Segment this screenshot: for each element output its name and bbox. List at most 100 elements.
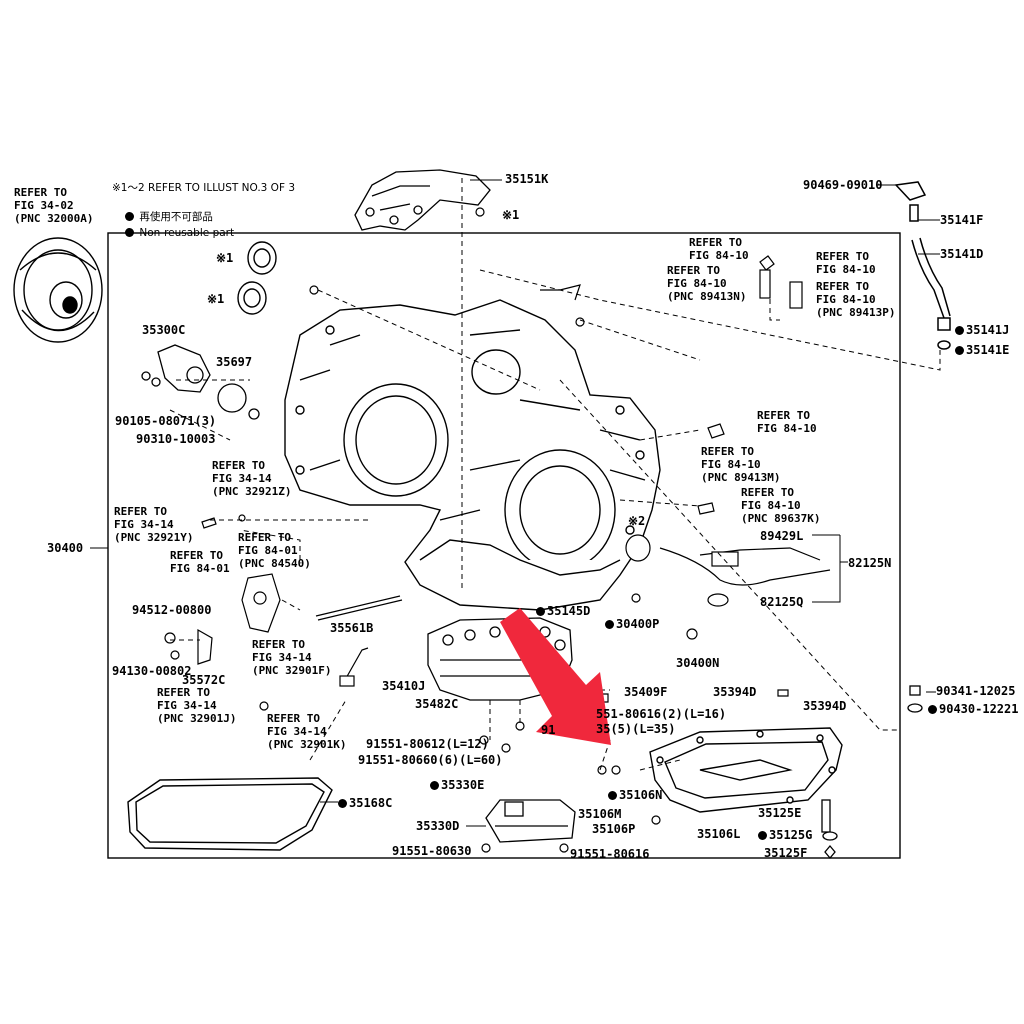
part-number-90310: 90310-10003: [136, 433, 215, 446]
diagram-frame: [107, 232, 901, 859]
refer-to-note-ref-34-14-c: REFER TO FIG 34-14 (PNC 32901F): [252, 638, 332, 677]
part-number-text: 35697: [216, 355, 253, 369]
part-number-35330E: 35330E: [430, 779, 484, 792]
part-number-text: 35(5)(L=35): [596, 722, 676, 736]
part-number-91551-80616a: 551-80616(2)(L=16): [596, 708, 726, 721]
legend-line-2: 再使用不可部品: [112, 196, 213, 238]
part-number-30400: 30400: [47, 542, 83, 555]
part-number-text: 35151K: [505, 172, 549, 186]
part-number-35561B: 35561B: [330, 622, 373, 635]
refer-to-note-ref-84-10-f: REFER TO FIG 84-10 (PNC 89413M): [701, 445, 781, 484]
part-number-35106N: 35106N: [608, 789, 662, 802]
part-number-35141D: 35141D: [940, 248, 983, 261]
part-number-text: 90310-10003: [136, 432, 216, 446]
non-reusable-dot-icon: [536, 607, 545, 616]
non-reusable-dot-icon: [430, 781, 439, 790]
part-number-text: 91551-80612(L=12): [366, 737, 489, 751]
part-number-text: 35330E: [441, 778, 485, 792]
part-number-text: 35145D: [547, 604, 591, 618]
part-number-35300C: 35300C: [142, 324, 185, 337]
part-number-text: 35106M: [578, 807, 622, 821]
part-number-89429L: 89429L: [760, 530, 803, 543]
part-number-text: 90430-12221: [939, 702, 1019, 716]
part-number-35141J: 35141J: [955, 324, 1009, 337]
refer-to-note-ref-84-01-a: REFER TO FIG 84-01 (PNC 84540): [238, 531, 311, 570]
part-number-35394Db: 35394D: [803, 700, 846, 713]
part-number-text: 82125Q: [760, 595, 804, 609]
part-number-text: 35168C: [349, 796, 393, 810]
part-number-text: 35106N: [619, 788, 663, 802]
part-number-text: 35561B: [330, 621, 374, 635]
refer-to-note-ref-84-10-g: REFER TO FIG 84-10 (PNC 89637K): [741, 486, 821, 525]
part-number-35125G: 35125G: [758, 829, 812, 842]
part-number-text: 35125F: [764, 846, 808, 860]
part-number-text: 35141J: [966, 323, 1010, 337]
part-number-text: 35125E: [758, 806, 802, 820]
part-number-text: 35409F: [624, 685, 668, 699]
wire-harness-drawing: [625, 255, 831, 607]
leader-lines: [169, 178, 941, 771]
part-number-35125E: 35125E: [758, 807, 801, 820]
part-number-35572C: 35572C: [182, 674, 225, 687]
legend-non-reusable: Non-reusable part: [139, 227, 235, 239]
non-reusable-dot-icon: [605, 620, 614, 629]
red-arrow-icon: [500, 608, 611, 745]
part-number-text: 35572C: [182, 673, 226, 687]
non-reusable-dot-icon: [338, 799, 347, 808]
part-number-35106M: 35106M: [578, 808, 621, 821]
solid-leaders: [90, 179, 940, 827]
part-number-91-partial: 91: [541, 724, 555, 737]
oil-strainer-drawing: [485, 799, 576, 843]
part-number-35482C: 35482C: [415, 698, 458, 711]
part-number-text: 35300C: [142, 323, 186, 337]
part-number-35-partial: 35(5)(L=35): [596, 723, 675, 736]
breather-hose-drawing: [894, 181, 951, 350]
part-number-text: 35482C: [415, 697, 459, 711]
legend-japanese: 再使用不可部品: [139, 211, 213, 223]
drain-plug-drawing: [821, 685, 923, 860]
upper-cover-drawing: [354, 169, 491, 231]
part-number-text: 89429L: [760, 529, 804, 543]
part-number-30400P: 30400P: [605, 618, 659, 631]
part-number-35168C: 35168C: [338, 797, 392, 810]
part-number-35697: 35697: [216, 356, 252, 369]
part-number-text: 35141F: [940, 213, 984, 227]
part-number-35141E: 35141E: [955, 344, 1009, 357]
part-number-text: 94512-00800: [132, 603, 212, 617]
part-number-35106P: 35106P: [592, 823, 635, 836]
part-number-text: 90105-08071(3): [115, 414, 217, 428]
part-number-35394Da: 35394D: [713, 686, 756, 699]
part-number-text: 35106L: [697, 827, 741, 841]
part-number-30400N: 30400N: [676, 657, 719, 670]
refer-to-note-ref-84-10-a: REFER TO FIG 84-10: [689, 236, 749, 262]
part-number-text: ※1: [502, 208, 520, 222]
torque-converter-drawing: [13, 237, 103, 343]
part-number-82125Q: 82125Q: [760, 596, 803, 609]
part-number-91551-80616b: 91551-80616: [570, 848, 649, 861]
part-number-text: 30400P: [616, 617, 660, 631]
refer-to-note-ref-84-10-d: REFER TO FIG 84-10 (PNC 89413P): [816, 280, 896, 319]
part-number-x1-top: ※1: [502, 209, 519, 222]
legend-line-3: Non-reusable part: [112, 212, 234, 254]
part-number-91551-80660: 91551-80660(6)(L=60): [358, 754, 503, 767]
black-dot-icon: [125, 228, 135, 237]
part-number-35145D: 35145D: [536, 605, 590, 618]
non-reusable-dot-icon: [928, 705, 937, 714]
refer-to-note-ref-34-14-a: REFER TO FIG 34-14 (PNC 32921Z): [212, 459, 292, 498]
part-number-91551-80630: 91551-80630: [392, 845, 471, 858]
small-parts-drawing: [164, 207, 789, 853]
refer-to-note-ref-84-10-c: REFER TO FIG 84-10: [816, 250, 876, 276]
oil-seals-drawing: [237, 241, 277, 315]
part-number-text: 82125N: [848, 556, 892, 570]
part-number-90430: 90430-12221: [928, 703, 1018, 716]
part-number-35106L: 35106L: [697, 828, 740, 841]
part-number-90341: 90341-12025: [936, 685, 1015, 698]
part-number-90105: 90105-08071(3): [115, 415, 216, 428]
part-number-x2: ※2: [628, 515, 645, 528]
refer-to-note-ref-84-10-e: REFER TO FIG 84-10: [757, 409, 817, 435]
part-number-text: 35394D: [713, 685, 757, 699]
part-number-text: 35330D: [416, 819, 460, 833]
transaxle-case-drawing: [284, 299, 661, 611]
